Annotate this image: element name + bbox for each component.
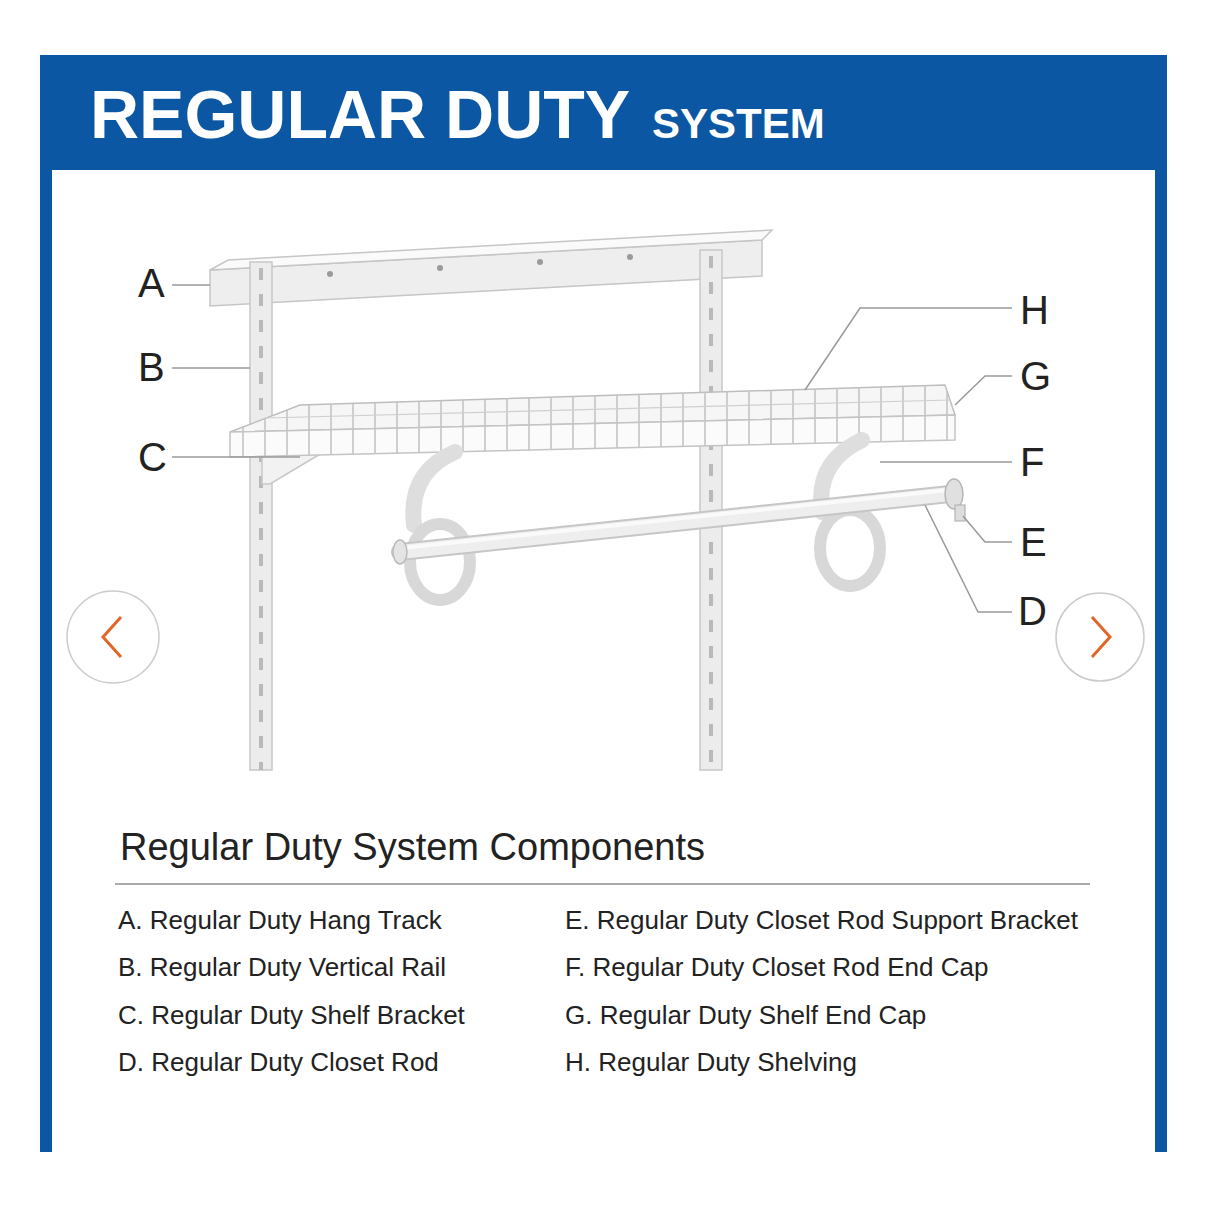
- callout-letter: G: [1020, 353, 1051, 399]
- vertical-rail: [250, 250, 722, 770]
- frame: [40, 55, 1167, 1152]
- component-item: G. Regular Duty Shelf End Cap: [565, 1001, 926, 1031]
- hang-track: [627, 254, 633, 260]
- frame: [52, 170, 1155, 1152]
- closet-rod: [955, 505, 965, 521]
- hang-track: [537, 259, 543, 265]
- component-item: E. Regular Duty Closet Rod Support Brack…: [565, 906, 1078, 936]
- callout-letter: A: [138, 260, 165, 306]
- leader-line: [880, 461, 1012, 463]
- frame: [40, 55, 1167, 1152]
- leader-line: [963, 516, 1012, 542]
- vertical-rail: [250, 262, 272, 770]
- leader-line: [925, 505, 1012, 612]
- closet-rod: [402, 490, 948, 548]
- rod-support-bracket: [413, 452, 455, 525]
- closet-rod: [393, 540, 407, 564]
- carousel-button: [103, 617, 121, 657]
- wire-shelf: [265, 400, 950, 418]
- closet-rod: [393, 479, 965, 564]
- leader-line: [172, 456, 300, 458]
- rule: [115, 883, 1090, 884]
- leader-line: [172, 285, 1012, 612]
- rule: [115, 884, 1090, 885]
- leader-line: [805, 308, 1012, 390]
- component-item: B. Regular Duty Vertical Rail: [118, 953, 446, 983]
- rod-support-bracket: [410, 524, 470, 600]
- component-item: A. Regular Duty Hang Track: [118, 906, 442, 936]
- title: REGULAR DUTY: [90, 75, 630, 153]
- carousel-button: [67, 591, 159, 683]
- hang-track: [437, 265, 443, 271]
- vertical-rail: [250, 262, 272, 770]
- title-suffix: SYSTEM: [652, 100, 825, 148]
- list-heading: Regular Duty System Components: [120, 826, 705, 870]
- carousel-button: [1056, 593, 1144, 681]
- carousel-button: [67, 591, 1144, 683]
- hang-track: [327, 271, 333, 277]
- carousel-button: [1092, 617, 1110, 657]
- hang-track: [210, 230, 772, 270]
- callout-letter: H: [1020, 287, 1049, 333]
- rod-support-bracket: [820, 510, 880, 586]
- callout-letter: E: [1020, 519, 1047, 565]
- leader-line: [172, 367, 250, 369]
- hang-track: [210, 230, 772, 306]
- leader-line: [172, 284, 210, 286]
- callout-letter: B: [138, 344, 165, 390]
- closet-rod: [400, 494, 950, 552]
- component-item: F. Regular Duty Closet Rod End Cap: [565, 953, 988, 983]
- component-item: H. Regular Duty Shelving: [565, 1048, 857, 1078]
- component-item: C. Regular Duty Shelf Bracket: [118, 1001, 465, 1031]
- component-item: D. Regular Duty Closet Rod: [118, 1048, 439, 1078]
- callout-letter: D: [1018, 588, 1047, 634]
- closet-rod: [400, 494, 950, 552]
- leader-line: [955, 376, 1012, 405]
- callout-letter: F: [1020, 439, 1044, 485]
- callout-letter: C: [138, 434, 167, 480]
